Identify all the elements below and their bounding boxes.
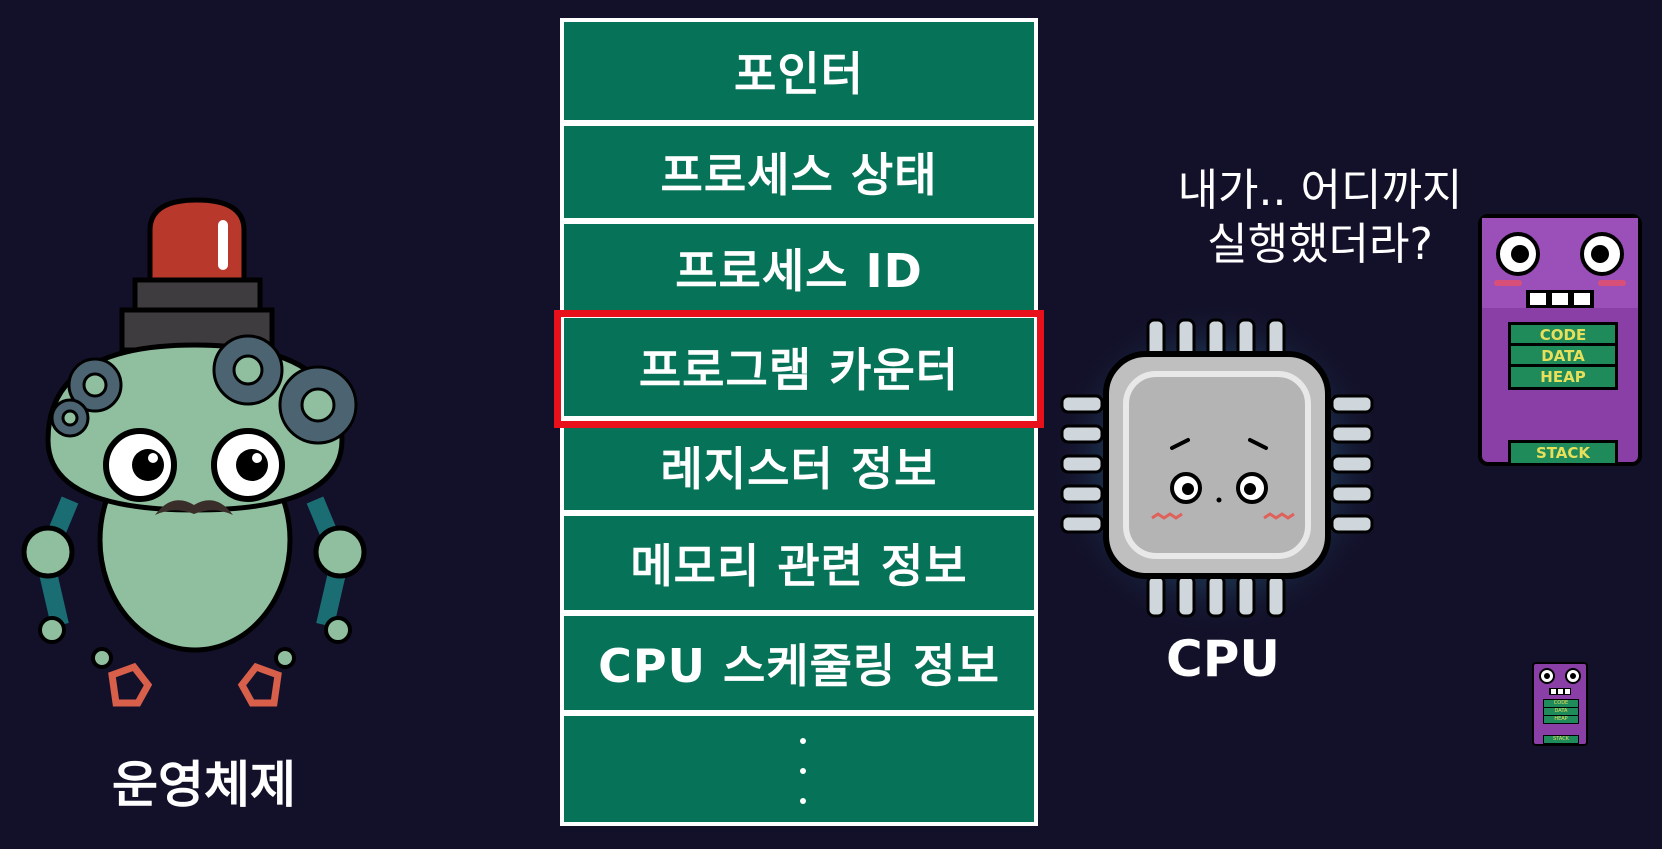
mustache-icon [155, 500, 233, 515]
process-small-segment-heap: HEAP [1543, 715, 1579, 724]
pcb-row-pointer: 포인터 [564, 22, 1034, 120]
os-label: 운영체제 [112, 756, 296, 814]
siren-icon [119, 197, 275, 353]
pcb-row-memory-info: 메모리 관련 정보 [564, 516, 1034, 610]
pcb-row-cpu-scheduling-info: CPU 스케줄링 정보 [564, 616, 1034, 710]
cpu-chip-illustration [1050, 300, 1380, 630]
program-counter-highlight [554, 310, 1044, 428]
ellipsis-dot [800, 738, 806, 744]
robot-arms [21, 496, 367, 707]
cpu-label: CPU [1166, 630, 1280, 688]
process-segment-code: CODE [1508, 322, 1618, 348]
process-small-segment-stack: STACK [1543, 735, 1579, 744]
process-segment-heap: HEAP [1508, 364, 1618, 390]
process-face [1482, 218, 1638, 308]
pcb-row-process-state: 프로세스 상태 [564, 126, 1034, 218]
pcb-row-register-info: 레지스터 정보 [564, 422, 1034, 510]
process-face-small [1539, 668, 1581, 695]
cpu-speech-line-2: 실행했더라? [1207, 219, 1433, 270]
pcb-row-program-counter: 프로그램 카운터 [564, 318, 1034, 416]
cpu-face [1151, 438, 1295, 520]
cpu-speech-text: 내가.. 어디까지 실행했더라? [1155, 164, 1485, 272]
os-robot-illustration [21, 197, 367, 707]
process-character-large: CODE DATA HEAP STACK [1478, 214, 1642, 466]
process-character-small: CODE DATA HEAP STACK [1532, 662, 1588, 746]
robot-eyes [103, 428, 285, 502]
ellipsis-dot [800, 768, 806, 774]
process-segment-stack: STACK [1508, 440, 1618, 466]
pcb-row-ellipsis [564, 716, 1034, 822]
cpu-speech-line-1: 내가.. 어디까지 [1177, 165, 1463, 216]
gear-icon [50, 334, 358, 445]
pcb-row-process-id: 프로세스 ID [564, 224, 1034, 312]
ellipsis-dot [800, 798, 806, 804]
